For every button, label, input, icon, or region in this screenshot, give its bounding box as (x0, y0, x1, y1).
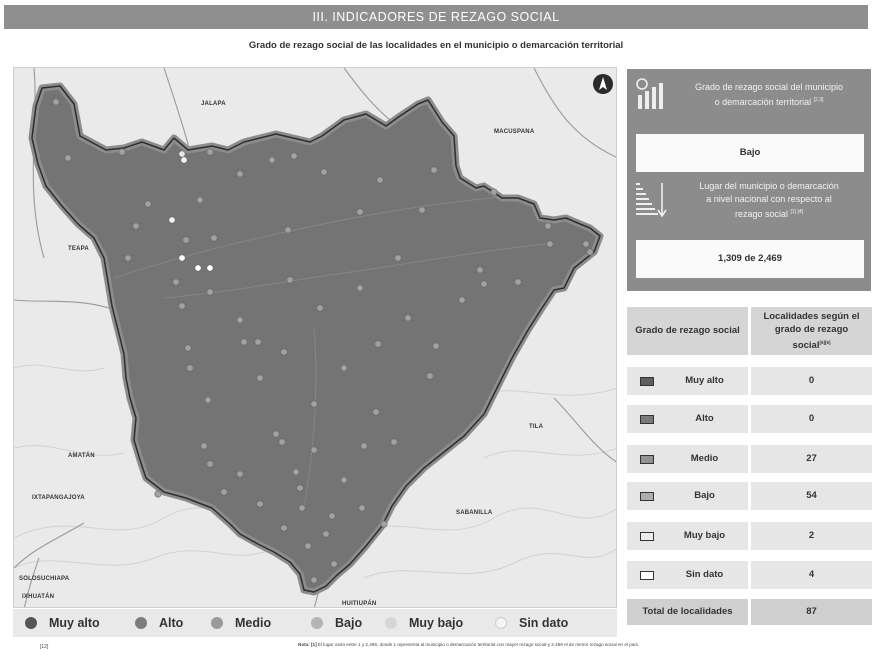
municipality-outline (28, 82, 604, 596)
legend-label: Muy alto (49, 616, 100, 630)
grade-title-sup: [2,3] (813, 97, 824, 103)
count-cell: 0 (751, 367, 872, 395)
grade-cell: Sin dato (627, 561, 748, 589)
grade-label: Muy bajo (683, 530, 726, 541)
map-legend: Muy alto Alto Medio Bajo Muy bajo Sin da… (13, 609, 617, 637)
table-row: Muy bajo 2 (627, 522, 872, 550)
col-header-sup: [5][6] (819, 340, 831, 345)
place-tila: TILA (529, 424, 544, 430)
grade-label: Alto (695, 413, 714, 424)
count-cell: 4 (751, 561, 872, 589)
grade-swatch (640, 571, 654, 580)
grade-label: Bajo (694, 490, 715, 501)
footnote-text: El lugar varía entre 1 y 2,469, donde 1 … (317, 642, 640, 647)
grade-swatch (640, 377, 654, 386)
map-canvas (14, 68, 616, 607)
map-title: Grado de rezago social de las localidade… (248, 40, 624, 51)
count-cell: 0 (751, 405, 872, 433)
table-total-row: Total de localidades 87 (627, 599, 872, 625)
legend-label: Muy bajo (409, 616, 464, 630)
grade-cell: Bajo (627, 482, 748, 510)
footnote: Nota: [1] El lugar varía entre 1 y 2,469… (298, 642, 872, 647)
rank-title-sup: [1] [4] (790, 209, 804, 215)
grade-title-line: Grado de rezago social del municipio (694, 82, 844, 92)
table-row: Bajo 54 (627, 482, 872, 510)
grade-cell: Muy alto (627, 367, 748, 395)
grade-swatch (640, 455, 654, 464)
rank-title-line-3: rezago social (734, 209, 788, 219)
col-header-line: social[5][6] (751, 336, 872, 352)
table-row: Muy alto 0 (627, 367, 872, 395)
col-header-line: Localidades según el (763, 311, 860, 322)
legend-item-sin-dato: Sin dato (495, 616, 585, 630)
legend-dot (495, 617, 507, 629)
place-jalapa: JALAPA (201, 101, 226, 107)
legend-dot (25, 617, 37, 629)
grade-title-line: o demarcación territorial [2,3] (667, 94, 871, 109)
count-cell: 2 (751, 522, 872, 550)
legend-label: Sin dato (519, 616, 569, 630)
rank-title: Lugar del municipio o demarcación a nive… (667, 180, 871, 221)
col-header-line: grado de rezago (774, 324, 849, 335)
legend-label: Bajo (335, 616, 363, 630)
place-ixtapangajoya: IXTAPANGAJOYA (32, 495, 85, 501)
table-header: Grado de rezago social Localidades según… (627, 305, 872, 357)
legend-dot (135, 617, 147, 629)
table-row: Sin dato 4 (627, 561, 872, 589)
place-teapa: TEAPA (68, 246, 89, 252)
col-header-grade: Grado de rezago social (627, 307, 748, 355)
municipality-map[interactable]: JALAPA MACUSPANA TEAPA TILA AMATÁN IXTAP… (13, 67, 617, 608)
municipality-info-panel: Grado de rezago social del municipio o d… (627, 69, 871, 291)
grade-title: Grado de rezago social del municipio o d… (667, 81, 871, 109)
rank-title-line: a nivel nacional con respecto al (706, 194, 832, 204)
legend-item-bajo: Bajo (311, 616, 385, 630)
grade-swatch (640, 532, 654, 541)
col-header-localities: Localidades según el grado de rezago soc… (751, 307, 872, 355)
section-banner: III. INDICADORES DE REZAGO SOCIAL (4, 5, 868, 29)
legend-dot (211, 617, 223, 629)
rank-value: 1,309 de 2,469 (636, 240, 864, 278)
place-huitiupan: HUITIUPÁN (342, 601, 377, 607)
legend-label: Medio (235, 616, 272, 630)
grade-swatch (640, 492, 654, 501)
grade-label: Muy alto (685, 375, 724, 386)
grade-swatch (640, 415, 654, 424)
grade-label: Medio (690, 453, 719, 464)
table-row: Medio 27 (627, 445, 872, 473)
place-amatan: AMATÁN (68, 453, 95, 459)
legend-dot (385, 617, 397, 629)
place-sabanilla: SABANILLA (456, 510, 493, 516)
rank-title-line: rezago social [1] [4] (667, 206, 871, 221)
legend-dot (311, 617, 323, 629)
grade-label: Sin dato (685, 569, 724, 580)
place-ixhuatan: IXHUATÁN (22, 594, 55, 600)
locality-dots (52, 98, 594, 584)
table-row: Alto 0 (627, 405, 872, 433)
internal-roads (113, 197, 555, 509)
grade-value: Bajo (636, 134, 864, 172)
place-macuspana: MACUSPANA (494, 129, 535, 135)
rank-title-line: Lugar del municipio o demarcación (699, 181, 839, 191)
count-cell: 54 (751, 482, 872, 510)
count-cell: 27 (751, 445, 872, 473)
grade-cell: Alto (627, 405, 748, 433)
footnote-ref: [12] (40, 644, 49, 650)
total-label: Total de localidades (627, 599, 748, 625)
municipality-border (31, 85, 601, 593)
north-arrow-icon (593, 74, 613, 94)
place-solosuchiapa: SOLOSUCHIAPA (19, 576, 70, 582)
total-value: 87 (751, 599, 872, 625)
legend-item-alto: Alto (135, 616, 211, 630)
legend-label: Alto (159, 616, 184, 630)
grade-cell: Muy bajo (627, 522, 748, 550)
legend-item-muy-bajo: Muy bajo (385, 616, 495, 630)
ranking-icon (636, 183, 667, 218)
col-header-line-3: social (792, 340, 820, 352)
footnote-label: Nota: [1] (298, 642, 317, 647)
legend-item-medio: Medio (211, 616, 311, 630)
grade-title-line-2: o demarcación territorial (714, 97, 812, 107)
grade-cell: Medio (627, 445, 748, 473)
legend-item-muy-alto: Muy alto (25, 616, 135, 630)
bar-chart-icon (636, 78, 663, 109)
